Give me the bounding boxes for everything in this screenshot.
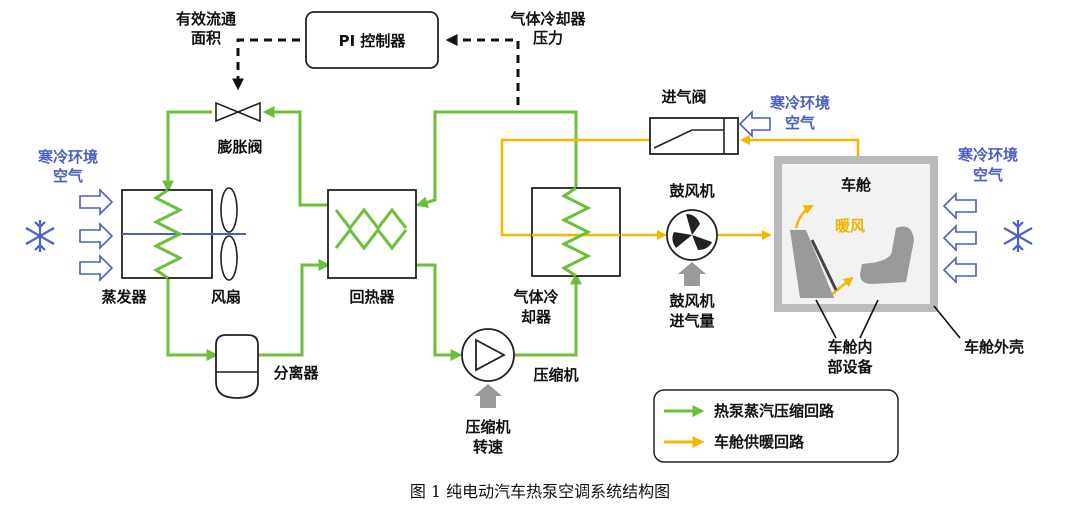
snowflake-icon [1003, 220, 1033, 252]
legend: 热泵蒸汽压缩回路 车舱供暖回路 [653, 389, 899, 463]
valve-area-label-2: 面积 [191, 29, 221, 47]
valve-area-label-1: 有效流通 [176, 10, 236, 28]
cabin-shell-label: 车舱外壳 [964, 338, 1024, 356]
fan-label: 风扇 [211, 288, 241, 306]
cold-air-left-label-1: 寒冷环境 [38, 148, 98, 166]
compressor: 压缩机 压缩机 转速 [461, 328, 579, 456]
recuperator: 回热器 [327, 189, 417, 306]
expansion-valve-label: 膨胀阀 [217, 138, 262, 156]
gas-cooler-label-2: 却器 [521, 308, 552, 326]
cold-air-left-label-2: 空气 [53, 167, 83, 185]
legend-green-label: 热泵蒸汽压缩回路 [714, 402, 835, 420]
intake-valve-label: 进气阀 [661, 88, 706, 106]
blower: 鼓风机 鼓风机 进气量 [666, 182, 718, 330]
control-signal-lines [232, 34, 520, 105]
seat-icon [860, 226, 914, 284]
compressor-speed-label-1: 压缩机 [465, 418, 510, 436]
cold-air-right: 寒冷环境 空气 [942, 146, 1033, 284]
compressor-speed-arrow [474, 384, 502, 408]
cabin: 车舱 暖风 [774, 156, 938, 312]
heating-loop [500, 135, 860, 240]
blower-intake-label-1: 鼓风机 [669, 292, 714, 310]
gas-cooler-label-1: 气体冷 [512, 288, 558, 306]
separator-label: 分离器 [273, 364, 319, 382]
legend-yellow-label: 车舱供暖回路 [714, 433, 805, 451]
blower-intake-arrow [678, 262, 706, 286]
evaporator: 蒸发器 [101, 188, 213, 306]
blower-label: 鼓风机 [669, 182, 714, 200]
cold-air-mid: 寒冷环境 空气 [738, 94, 830, 138]
recuperator-label: 回热器 [349, 288, 395, 306]
evaporator-label: 蒸发器 [101, 288, 147, 306]
cabin-shell-pointer [933, 305, 961, 339]
cold-air-mid-label-2: 空气 [785, 114, 815, 132]
gc-pressure-label-2: 压力 [533, 29, 563, 47]
cold-air-right-label-1: 寒冷环境 [958, 146, 1018, 164]
cabin-interior-pointer [859, 299, 879, 339]
fan-icon [212, 187, 246, 281]
gas-cooler: 气体冷 却器 [512, 186, 621, 326]
snowflake-icon [25, 220, 55, 252]
warm-air-label: 暖风 [835, 217, 865, 235]
intake-valve: 进气阀 [649, 88, 739, 155]
figure-caption: 图 1 纯电动汽车热泵空调系统结构图 [410, 482, 670, 501]
gc-pressure-label-1: 气体冷却器 [509, 10, 586, 28]
cold-air-mid-label-1: 寒冷环境 [770, 94, 830, 112]
pi-controller: PI 控制器 [305, 11, 439, 69]
compressor-label: 压缩机 [533, 366, 578, 384]
cold-air-left: 寒冷环境 空气 [25, 148, 114, 282]
dashboard-icon [790, 230, 834, 298]
cold-air-right-label-2: 空气 [973, 166, 1003, 184]
cabin-interior-label-2: 部设备 [827, 358, 873, 376]
cabin-label: 车舱 [841, 176, 872, 194]
separator: 分离器 [215, 334, 319, 399]
steering-column-icon [810, 239, 838, 291]
compressor-speed-label-2: 转速 [473, 438, 503, 456]
refrigerant-loop [162, 106, 582, 361]
pi-controller-label: PI 控制器 [339, 32, 407, 50]
expansion-valve: 膨胀阀 [215, 101, 263, 156]
cabin-interior-pointer [815, 299, 837, 339]
blower-intake-label-2: 进气量 [669, 312, 714, 330]
cabin-interior-label-1: 车舱内 [827, 338, 872, 356]
